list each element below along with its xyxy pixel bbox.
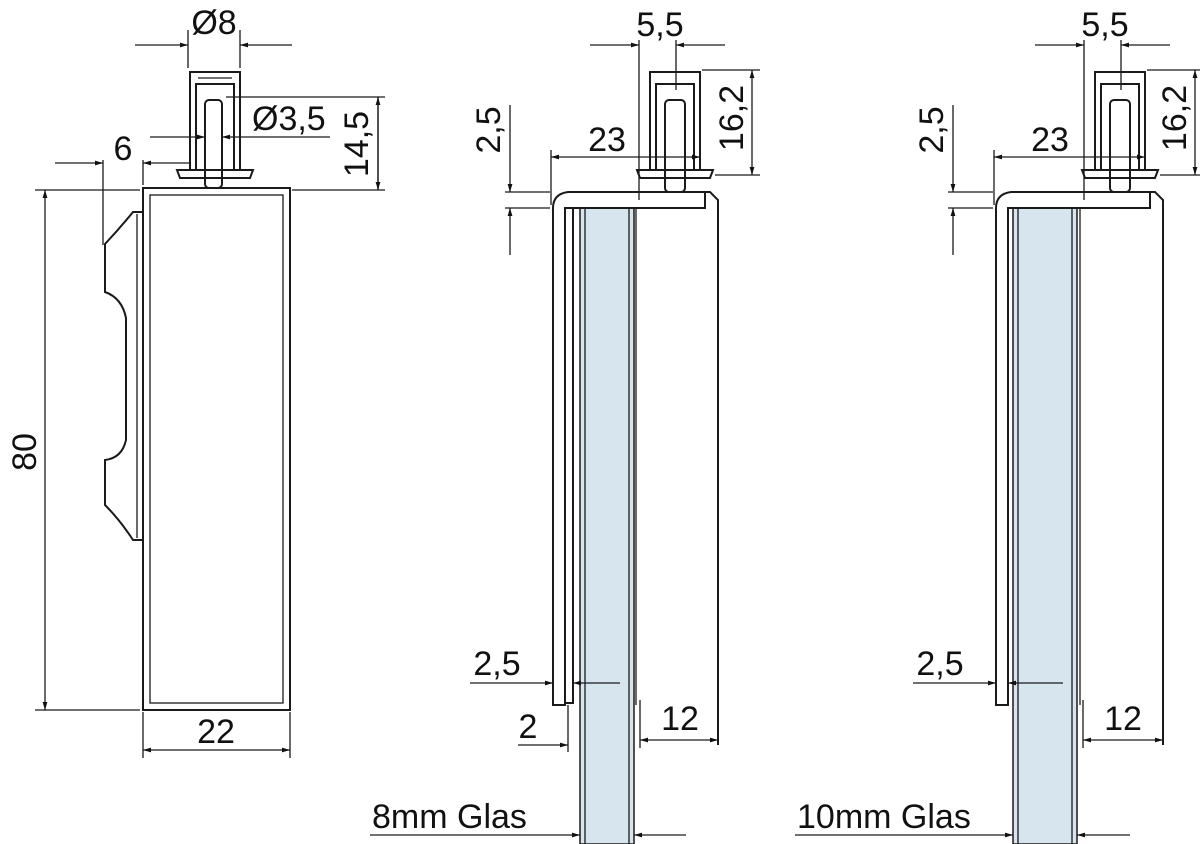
middle-view: 5,5 16,2 2,5 23 2,5 2 12 8mm Glas [370, 6, 760, 844]
hinge-body [142, 187, 291, 711]
dim-cap-width: 5,5 [1081, 6, 1128, 44]
profile [552, 191, 706, 706]
dim-width: 22 [197, 713, 235, 751]
dim-cap-height: 16,2 [713, 85, 751, 151]
dim-outer-diameter: Ø8 [191, 4, 236, 42]
glass-label-8mm: 8mm Glas [372, 798, 527, 836]
right-view: 5,5 16,2 2,5 23 2,5 12 10mm Glas [795, 6, 1200, 844]
dim-side-width: 12 [661, 700, 699, 738]
dim-cap-height: 16,2 [1156, 85, 1194, 151]
hinge-body-bevel [149, 194, 284, 704]
dim-side-width: 12 [1104, 700, 1142, 738]
dim-plate-thickness: 2,5 [913, 106, 951, 153]
dim-gap: 2 [519, 708, 538, 746]
clip-profile [104, 211, 143, 541]
dim-height: 80 [6, 433, 44, 471]
dim-plate-thickness: 2,5 [470, 106, 508, 153]
dim-clip-offset: 6 [114, 130, 133, 168]
dim-pin-height: 14,5 [338, 111, 376, 177]
dim-cap-width: 5,5 [636, 6, 683, 44]
glass-8mm [579, 207, 635, 844]
dim-wall-thickness: 2,5 [473, 645, 520, 683]
glass-label-10mm: 10mm Glas [797, 798, 971, 836]
dim-pin-diameter: Ø3,5 [252, 100, 326, 138]
pin [204, 99, 223, 189]
dim-depth: 23 [1031, 121, 1069, 159]
dim-wall-thickness: 2,5 [916, 645, 963, 683]
profile [995, 191, 1151, 706]
glass-10mm [1012, 207, 1078, 844]
left-view: Ø8 Ø3,5 14,5 6 80 22 [6, 4, 385, 758]
cap [175, 71, 255, 179]
dim-depth: 23 [588, 121, 626, 159]
